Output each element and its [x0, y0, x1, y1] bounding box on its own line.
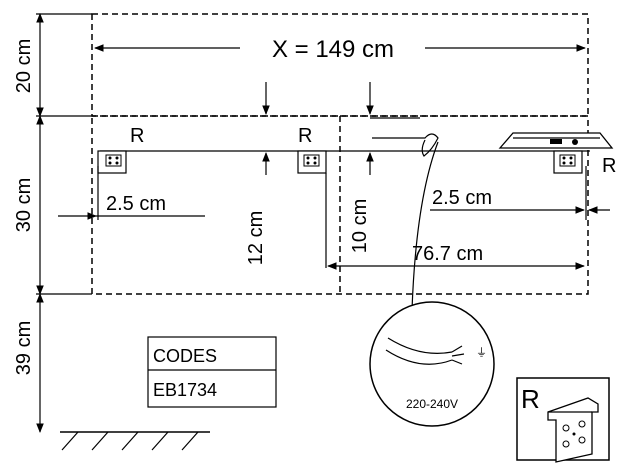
codes-header: CODES [153, 346, 217, 366]
dim-label-30: 30 cm [13, 178, 35, 232]
heater-control-icon [572, 139, 578, 145]
bracket-label-middle: R [298, 125, 312, 147]
dim-label-76-7: 76.7 cm [412, 243, 483, 265]
legend-bracket-label: R [521, 384, 540, 414]
voltage-label: 220-240V [406, 397, 458, 411]
bracket-left [97, 150, 127, 174]
dim-label-20: 20 cm [13, 39, 35, 93]
top-clearance-frame [91, 13, 589, 117]
codes-table [147, 336, 277, 408]
cable-plug [372, 133, 439, 157]
dim-label-x: X = 149 cm [272, 36, 394, 63]
dim-label-10: 10 cm [349, 199, 371, 253]
dim-label-12: 12 cm [245, 211, 267, 265]
bracket-label-left: R [130, 125, 144, 147]
floor-hatching [61, 431, 199, 451]
bracket-detail-icon [547, 397, 599, 463]
dim-label-39: 39 cm [13, 321, 35, 375]
dim-label-2-5-left: 2.5 cm [106, 193, 166, 215]
bracket-right [553, 150, 583, 174]
bracket-label-right: R [602, 155, 616, 177]
codes-value: EB1734 [153, 380, 217, 400]
heater-frame [91, 115, 589, 295]
bracket-middle [297, 150, 327, 174]
ground-icon: ⏚ [476, 346, 487, 359]
dim-label-2-5-right: 2.5 cm [432, 187, 492, 209]
